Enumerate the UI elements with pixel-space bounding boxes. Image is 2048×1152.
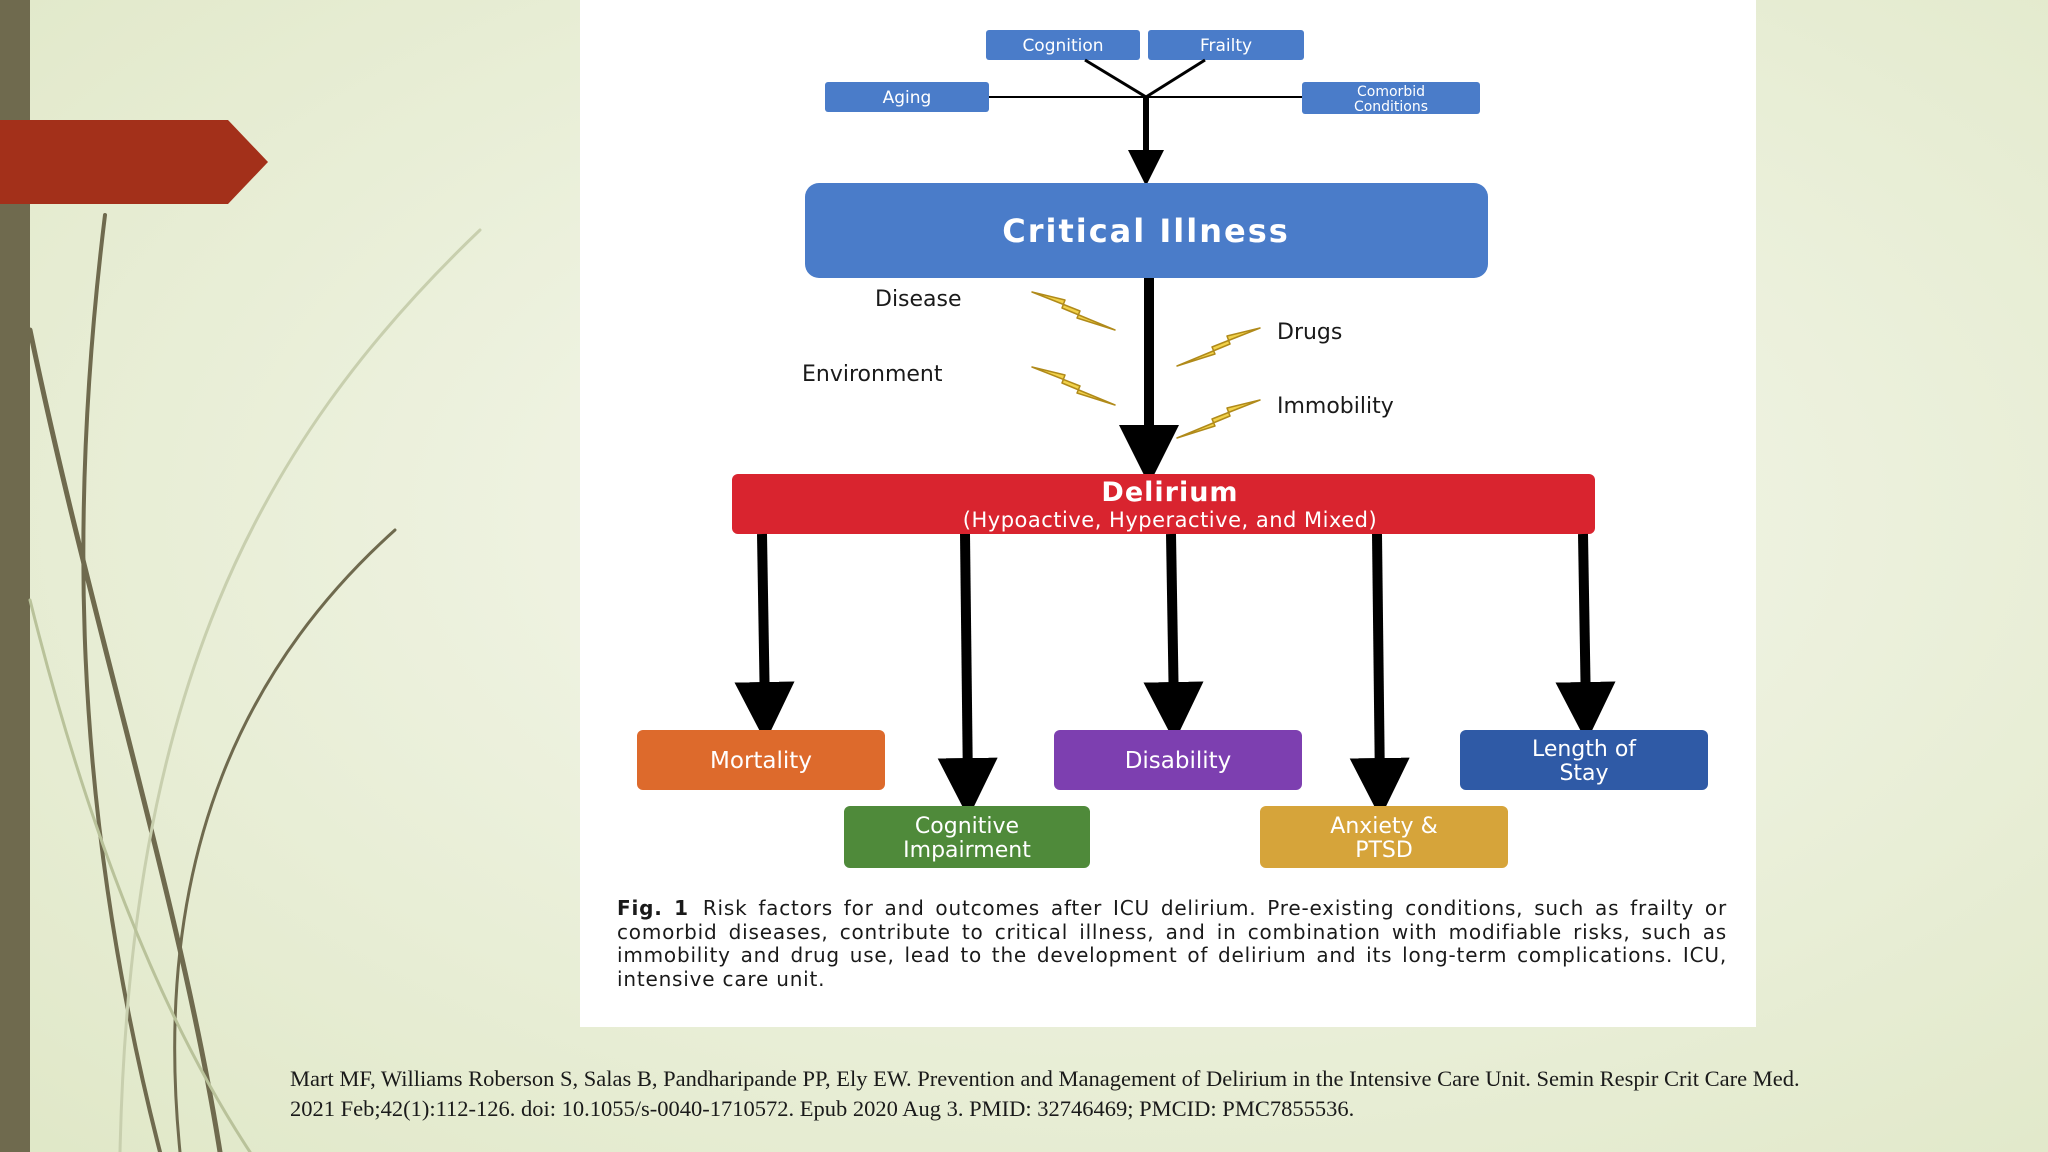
disability-box [1054, 730, 1302, 790]
anxiety-label-line1: Anxiety & [1330, 814, 1437, 839]
frailty-label: Frailty [1200, 36, 1252, 56]
lightning-bolt-icon [1031, 291, 1116, 331]
top-connectors [989, 58, 1302, 186]
critical-illness-label: Critical Illness [1002, 212, 1290, 250]
cognition-box [986, 30, 1140, 60]
delirium-flow-diagram: Cognition Frailty Aging Comorbid Conditi… [637, 30, 1708, 868]
mortality-box [637, 730, 885, 790]
lightning-bolt-icon [1176, 399, 1261, 439]
comorbid-label-line1: Comorbid [1357, 84, 1425, 100]
outcome-arrows [734, 533, 1616, 818]
frailty-box [1148, 30, 1304, 60]
los-label-line1: Length of [1532, 737, 1637, 762]
anxiety-label-line2: PTSD [1355, 838, 1413, 863]
delirium-subtitle: (Hypoactive, Hyperactive, and Mixed) [963, 508, 1377, 532]
drugs-label: Drugs [1277, 320, 1342, 345]
anxiety-ptsd-box [1260, 806, 1508, 868]
comorbid-conditions-box [1302, 82, 1480, 114]
cognitive-label-line2: Impairment [903, 838, 1031, 863]
comorbid-label-line2: Conditions [1354, 99, 1428, 115]
length-of-stay-box [1460, 730, 1708, 790]
cognition-label: Cognition [1022, 36, 1103, 56]
delirium-title: Delirium [1101, 477, 1238, 508]
cognitive-label-line1: Cognitive [915, 814, 1019, 839]
figure-label: Fig. 1 [617, 896, 689, 920]
lightning-bolt-icon [1176, 327, 1261, 367]
mortality-label: Mortality [710, 748, 812, 774]
los-label-line2: Stay [1559, 761, 1608, 786]
red-arrow-tab [0, 120, 268, 204]
decorative-swooshes [27, 213, 482, 1152]
disability-label: Disability [1125, 748, 1232, 774]
aging-box [825, 82, 989, 112]
reference-citation: Mart MF, Williams Roberson S, Salas B, P… [290, 1064, 2030, 1124]
cognitive-impairment-box [844, 806, 1090, 868]
environment-label: Environment [802, 362, 943, 387]
critical-illness-box [805, 183, 1488, 278]
citation-line-2: 2021 Feb;42(1):112-126. doi: 10.1055/s-0… [290, 1096, 1355, 1121]
citation-line-1: Mart MF, Williams Roberson S, Salas B, P… [290, 1066, 1800, 1091]
lightning-bolt-icons [1031, 291, 1261, 439]
lightning-bolt-icon [1031, 366, 1116, 406]
delirium-box [732, 474, 1595, 534]
aging-label: Aging [883, 88, 932, 108]
disease-label: Disease [875, 287, 962, 312]
immobility-label: Immobility [1277, 394, 1394, 419]
figure-panel: Cognition Frailty Aging Comorbid Conditi… [580, 0, 1756, 1027]
figure-caption-text: Risk factors for and outcomes after ICU … [617, 896, 1727, 991]
